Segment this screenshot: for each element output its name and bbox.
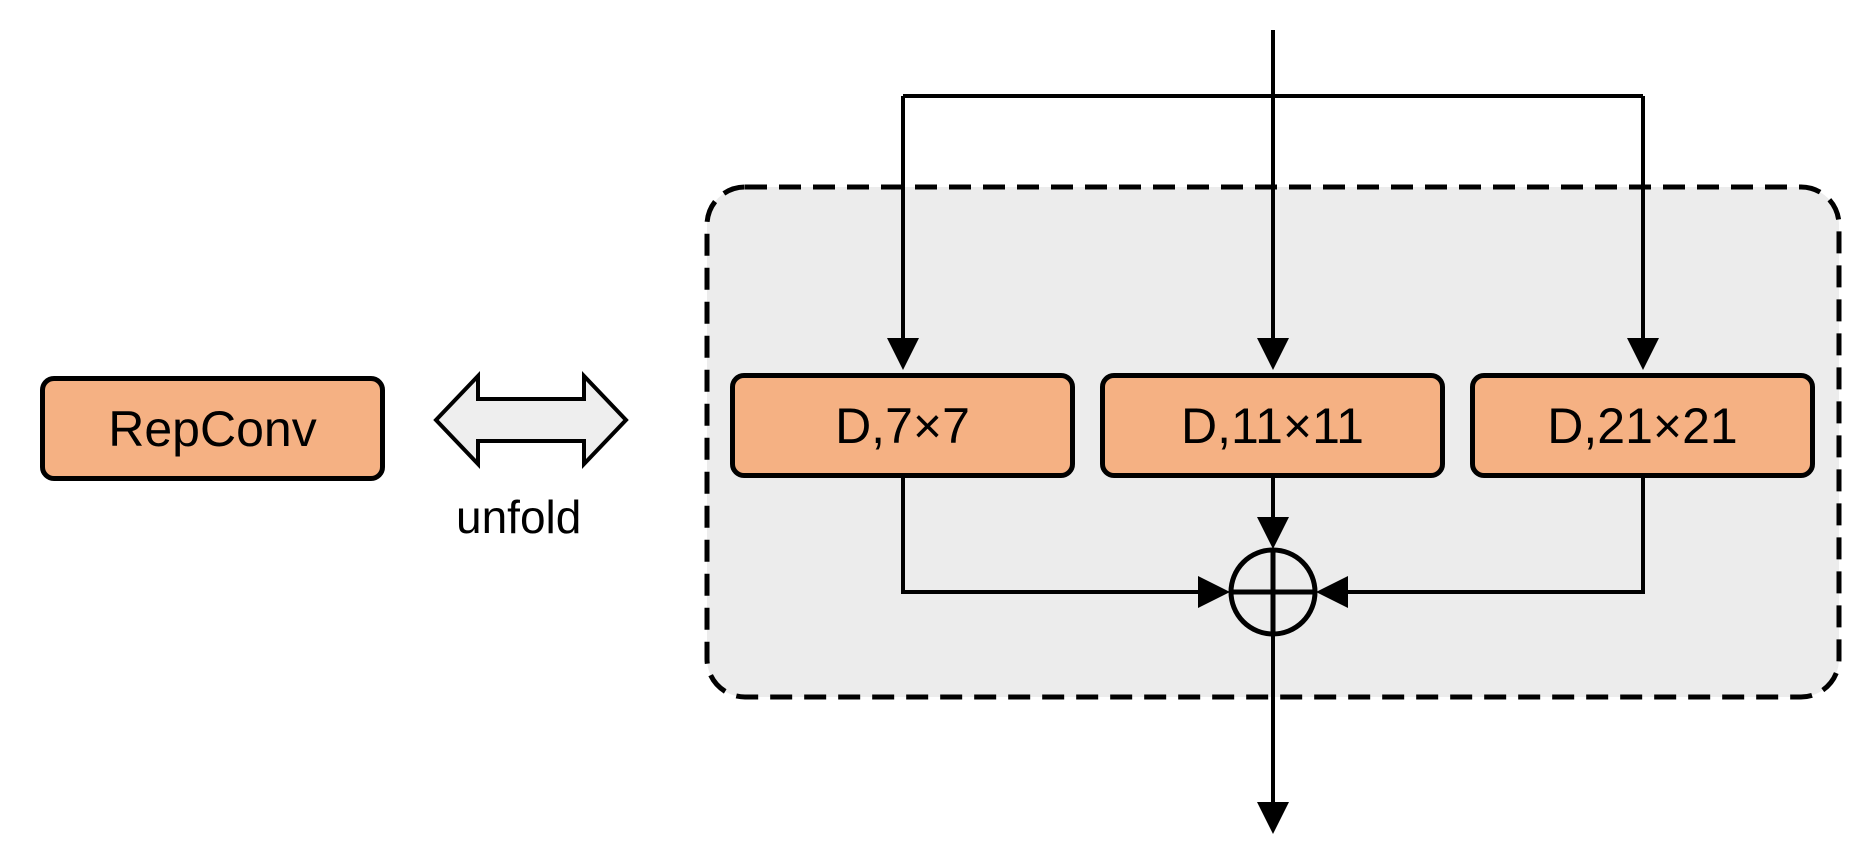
sum-plus-icon (1228, 547, 1318, 637)
branch-box-11x11: D,11×11 (1100, 373, 1445, 478)
repconv-box: RepConv (40, 376, 385, 481)
arrow-from-branch-7x7 (901, 475, 1230, 608)
branch-box-21x21: D,21×21 (1470, 373, 1815, 478)
branch-box-7x7: D,7×7 (730, 373, 1075, 478)
branch-label-11x11: D,11×11 (1180, 397, 1364, 454)
branch-label-21x21: D,21×21 (1547, 397, 1738, 454)
unfold-label: unfold (456, 491, 582, 543)
arrow-from-branch-21x21 (1316, 475, 1645, 608)
unfold-double-arrow-icon (433, 371, 629, 469)
repconv-label: RepConv (108, 400, 317, 457)
branch-label-7x7: D,7×7 (835, 397, 970, 454)
